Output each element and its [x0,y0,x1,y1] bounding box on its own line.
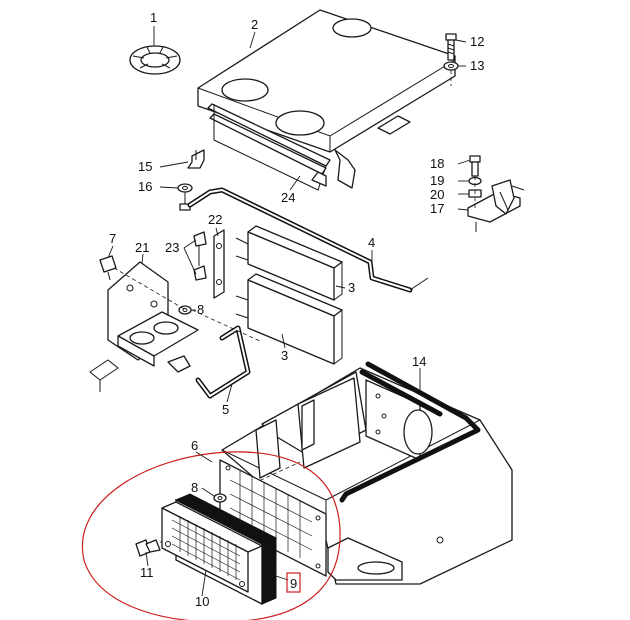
callout-14: 14 [412,354,426,369]
part-15-bracket [187,149,205,169]
part-22-clamp-plate [213,229,225,299]
part-12-bolt [445,33,457,61]
callout-labels: 1 2 3 3 4 5 6 7 8 8 9 10 11 12 13 14 15 … [109,10,484,609]
callout-12: 12 [470,34,484,49]
callout-15: 15 [138,159,152,174]
callout-20: 20 [430,187,444,202]
part-11-screw [135,539,161,557]
callout-19: 19 [430,173,444,188]
callout-21: 21 [135,240,149,255]
callout-5: 5 [222,402,229,417]
part-1-grommet [129,45,181,75]
callout-6: 6 [191,438,198,453]
callout-22: 22 [208,212,222,227]
callout-11: 11 [140,565,154,580]
highlight-oval [81,451,341,620]
callout-16: 16 [138,179,152,194]
part-3-heat-exchanger-upper [235,225,343,301]
part-3-heat-exchanger-lower [235,273,343,365]
part-10-front-panel [161,501,263,593]
part-17-latch [467,179,525,232]
callout-8a: 8 [197,302,204,317]
part-18-bolt [469,155,481,177]
callout-18: 18 [430,156,444,171]
main-housing [221,367,513,585]
part-14-seal-strip [339,361,481,503]
part-23-clips [193,231,207,281]
callout-24: 24 [281,190,295,205]
part-4-hose [187,187,429,293]
callout-8b: 8 [191,480,198,495]
callout-10: 10 [195,594,209,609]
part-5-u-hose [195,325,251,399]
part-13-washer [443,61,459,71]
part-24-cover-rail [207,103,331,191]
leader-lines [107,26,471,597]
callout-2: 2 [251,17,258,32]
callout-3b: 3 [281,348,288,363]
part-2-top-cover [197,9,456,189]
callout-17: 17 [430,201,444,216]
callout-23: 23 [165,240,179,255]
part-7-pin [99,255,117,281]
callout-1: 1 [150,10,157,25]
part-8-washer-lower [213,493,227,503]
callout-13: 13 [470,58,484,73]
callout-4: 4 [368,235,375,250]
small-clip [167,355,191,373]
part-21-mounting-bracket [89,261,199,392]
callout-9: 9 [290,576,297,591]
callout-7: 7 [109,231,116,246]
callout-3a: 3 [348,280,355,295]
callout-9-box [286,572,301,593]
